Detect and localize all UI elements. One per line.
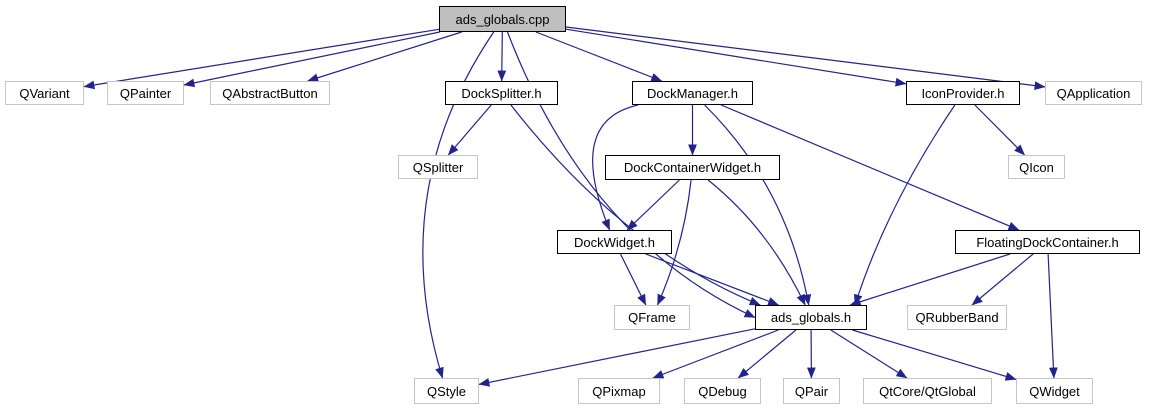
node-label: QAbstractButton	[222, 85, 318, 101]
node-label: QPixmap	[592, 383, 646, 399]
edge-dockmanager-h-to-ads-globals-h	[704, 104, 812, 306]
node-dockwidget-h[interactable]: DockWidget.h	[557, 230, 672, 254]
node-qsplitter: QSplitter	[398, 155, 478, 179]
node-qdebug: QDebug	[684, 378, 761, 404]
node-label: DockManager.h	[646, 85, 739, 101]
edge-ads-globals-cpp-to-qpainter	[183, 31, 440, 88]
node-qvariant: QVariant	[5, 81, 84, 105]
edge-ads-globals-cpp-to-qvariant	[83, 28, 440, 90]
node-label: QFrame	[628, 310, 676, 325]
node-dockmanager-h[interactable]: DockManager.h	[632, 81, 753, 105]
node-label: QSplitter	[412, 159, 464, 175]
edge-ads-globals-h-to-qtcore-qtglobal	[830, 329, 908, 379]
edge-dockwidget-h-to-qframe	[619, 253, 647, 306]
node-floatingdockcontainer-h[interactable]: FloatingDockContainer.h	[955, 230, 1140, 254]
node-ads-globals-cpp: ads_globals.cpp	[439, 6, 566, 32]
edge-dockcontainerwidget-h-to-qframe	[656, 179, 692, 306]
node-label: QWidget	[1029, 383, 1080, 399]
node-label: DockContainerWidget.h	[623, 160, 762, 175]
edge-dockcontainerwidget-h-to-ads-globals-h	[707, 179, 806, 306]
edge-ads-globals-cpp-to-qstyle	[422, 31, 495, 379]
node-label: DockWidget.h	[574, 234, 655, 250]
node-qicon: QIcon	[1008, 155, 1065, 179]
edge-ads-globals-h-to-qpixmap	[652, 329, 779, 379]
edge-dockcontainerwidget-h-to-dockwidget-h	[626, 179, 680, 231]
node-label: QIcon	[1019, 159, 1054, 175]
node-label: QPainter	[119, 85, 172, 101]
edge-ads-globals-h-to-qdebug	[737, 329, 797, 379]
edge-ads-globals-h-to-qwidget	[852, 329, 1017, 381]
node-qpixmap: QPixmap	[578, 378, 660, 404]
node-label: QApplication	[1056, 85, 1131, 101]
edges	[83, 26, 1058, 387]
node-qstyle: QStyle	[414, 378, 479, 404]
node-qpainter: QPainter	[107, 81, 184, 105]
node-ads-globals-h[interactable]: ads_globals.h	[755, 305, 867, 330]
node-qframe: QFrame	[614, 305, 690, 330]
edge-floatingdockcontainer-h-to-ads-globals-h	[849, 253, 1011, 307]
edge-ads-globals-cpp-to-qabstractbutton	[307, 31, 462, 83]
node-qrubberband: QRubberBand	[907, 305, 1007, 330]
node-label: QStyle	[426, 383, 466, 399]
node-label: QVariant	[19, 85, 70, 101]
node-label: FloatingDockContainer.h	[976, 234, 1119, 250]
edge-iconprovider-h-to-qicon	[974, 104, 1026, 156]
edge-dockmanager-h-to-dockwidget-h	[592, 104, 639, 231]
node-qtcore-qtglobal: QtCore/QtGlobal	[863, 378, 992, 404]
edge-dockwidget-h-to-ads-globals-h	[645, 253, 780, 306]
node-docksplitter-h[interactable]: DockSplitter.h	[445, 81, 558, 105]
node-qwidget: QWidget	[1016, 378, 1093, 404]
edge-ads-globals-cpp-to-dockmanager-h	[535, 31, 663, 82]
node-qapplication: QApplication	[1045, 81, 1142, 105]
edge-ads-globals-cpp-to-qapplication	[565, 26, 1046, 90]
edge-ads-globals-h-to-qstyle	[478, 328, 756, 387]
node-label: IconProvider.h	[921, 85, 1005, 101]
node-label: DockSplitter.h	[461, 85, 542, 101]
node-label: ads_globals.cpp	[455, 11, 550, 27]
edge-dockmanager-h-to-floatingdockcontainer-h	[720, 104, 1020, 231]
node-qabstractbutton: QAbstractButton	[210, 81, 330, 105]
edge-iconprovider-h-to-ads-globals-h	[854, 104, 956, 306]
node-label: QPair	[794, 383, 829, 399]
node-label: QtCore/QtGlobal	[879, 383, 976, 399]
node-label: QDebug	[698, 383, 747, 399]
edge-floatingdockcontainer-h-to-qrubberband	[971, 253, 1034, 306]
node-label: ads_globals.h	[770, 310, 852, 325]
node-label: QRubberBand	[915, 310, 999, 325]
edge-ads-globals-cpp-to-docksplitter-h	[497, 31, 507, 82]
node-iconprovider-h[interactable]: IconProvider.h	[906, 81, 1020, 105]
edge-ads-globals-cpp-to-iconprovider-h	[565, 28, 907, 87]
node-dockcontainerwidget-h[interactable]: DockContainerWidget.h	[605, 155, 780, 180]
edge-docksplitter-h-to-qsplitter	[447, 104, 492, 156]
edge-floatingdockcontainer-h-to-qwidget	[1047, 253, 1058, 379]
node-qpair: QPair	[783, 378, 840, 404]
